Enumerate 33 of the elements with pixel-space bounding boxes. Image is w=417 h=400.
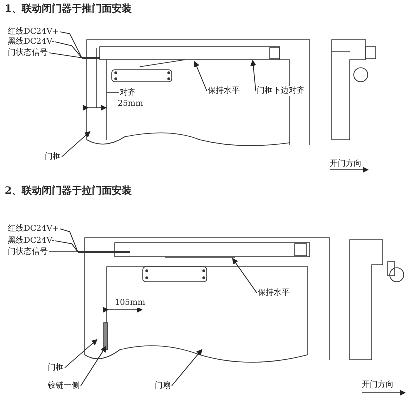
callout-label: 保持水平 — [258, 288, 290, 298]
dimension-label: 25mm — [118, 99, 144, 109]
leader-line — [60, 228, 78, 252]
leader-line — [54, 240, 78, 252]
leader-line — [172, 349, 203, 386]
callout-label: 红线DC24V+ — [8, 224, 60, 234]
callout-label: 保持水平 — [208, 86, 240, 96]
leader-line — [106, 92, 120, 94]
leader-line — [80, 346, 107, 386]
callout-label: 门扇 — [155, 381, 171, 391]
callout-label: 开门方向 — [362, 380, 394, 390]
callout-label: 开门方向 — [330, 159, 362, 169]
callout-label: 门框下边对齐 — [257, 86, 305, 96]
callout-label: 黑线DC24V- — [8, 37, 54, 47]
callout-label: 门状态信号 — [8, 48, 48, 58]
leader-line — [194, 61, 208, 92]
leader-line — [250, 60, 256, 92]
leader-line — [60, 32, 82, 58]
section-heading: 1、联动闭门器于推门面安装 — [5, 4, 132, 16]
leader-line — [232, 258, 258, 294]
callout-label: 门状态信号 — [8, 247, 48, 257]
callout-label: 红线DC24V+ — [8, 27, 60, 37]
leader-line — [54, 42, 82, 58]
callout-label: 对齐 — [120, 88, 136, 98]
callout-label: 门框 — [48, 363, 64, 373]
leader-line — [64, 339, 98, 368]
dimension-label: 105mm — [115, 298, 146, 308]
section-heading: 2、联动闭门器于拉门面安装 — [5, 186, 132, 198]
callout-label: 铰链一侧 — [48, 381, 80, 391]
leader-line — [62, 131, 91, 158]
callout-label: 黑线DC24V- — [8, 236, 54, 246]
callout-label: 门框 — [45, 152, 61, 162]
leader-line — [48, 52, 82, 58]
